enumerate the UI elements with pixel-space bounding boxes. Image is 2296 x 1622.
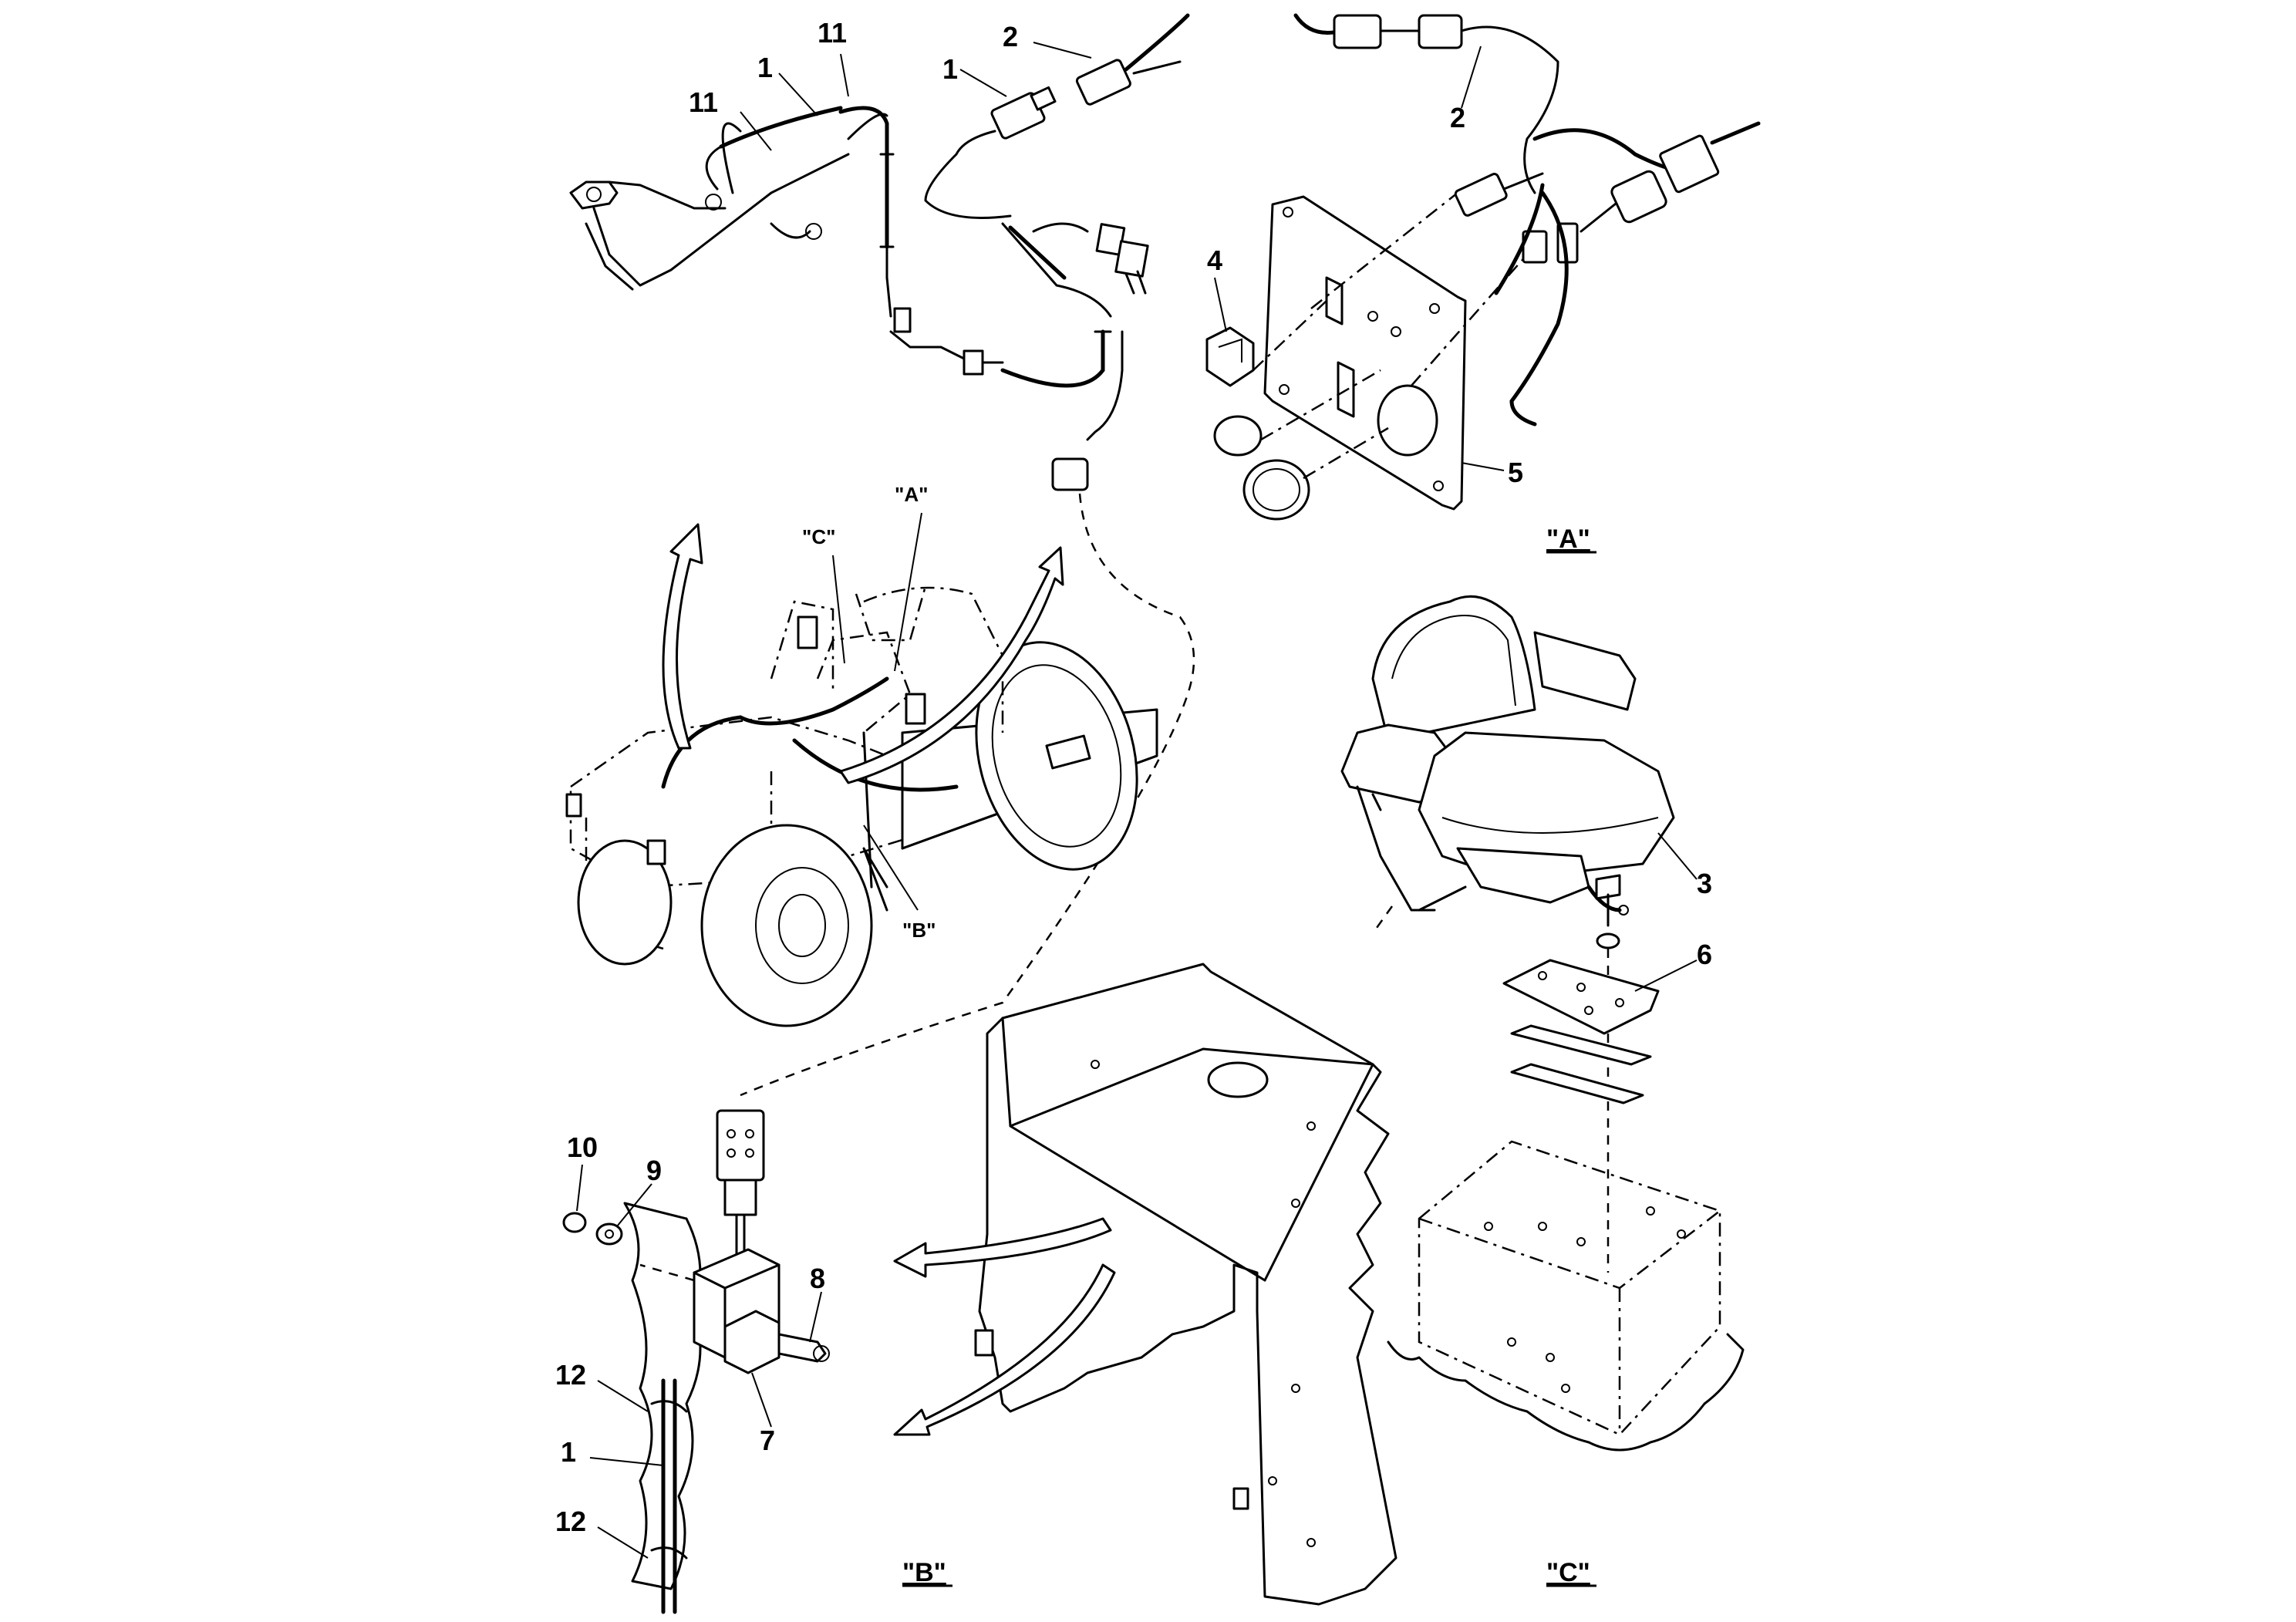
callout-numbers: 1 11 11 1 2 2 4 5 3 6 10 9 8 7 12 1 12 xyxy=(555,17,1712,1537)
callout-5: 5 xyxy=(1508,457,1523,488)
callout-leaders xyxy=(576,42,1698,1559)
callout-3: 3 xyxy=(1697,868,1712,899)
module-assembly-b xyxy=(562,1109,830,1614)
callout-1-lower: 1 xyxy=(561,1436,576,1468)
harness-connectors xyxy=(924,13,1190,318)
callout-10: 10 xyxy=(567,1131,598,1163)
callout-11-top-left: 11 xyxy=(689,86,718,118)
callout-11-top-right: 11 xyxy=(818,17,847,49)
console-cover-b xyxy=(893,963,1397,1606)
view-label-b: "B" xyxy=(902,1558,946,1587)
view-labels: "A" "B" "C" "A" "C" "B" xyxy=(802,483,1596,1587)
callout-8: 8 xyxy=(810,1263,825,1294)
harness-bracket-assembly xyxy=(569,106,1195,1097)
machine-ref-a: "A" xyxy=(895,483,928,506)
view-label-a: "A" xyxy=(1546,524,1590,554)
callout-12-upper: 12 xyxy=(555,1359,586,1391)
roller-machine xyxy=(565,512,1158,1027)
panel-assembly-a xyxy=(1205,13,1761,521)
machine-ref-c: "C" xyxy=(802,525,835,548)
callout-1-mid: 1 xyxy=(942,53,958,85)
machine-ref-b: "B" xyxy=(902,919,936,942)
callout-2-mid: 2 xyxy=(1003,21,1018,52)
callout-6: 6 xyxy=(1697,939,1712,970)
callout-12-lower: 12 xyxy=(555,1506,586,1537)
callout-2-right: 2 xyxy=(1450,102,1465,133)
callout-7: 7 xyxy=(760,1425,775,1456)
view-label-c: "C" xyxy=(1546,1558,1590,1587)
callout-9: 9 xyxy=(646,1155,662,1186)
seat-base-box xyxy=(1387,1140,1745,1452)
callout-1-top: 1 xyxy=(757,52,773,83)
seat-assembly xyxy=(1340,595,1675,1273)
callout-4: 4 xyxy=(1207,244,1222,276)
